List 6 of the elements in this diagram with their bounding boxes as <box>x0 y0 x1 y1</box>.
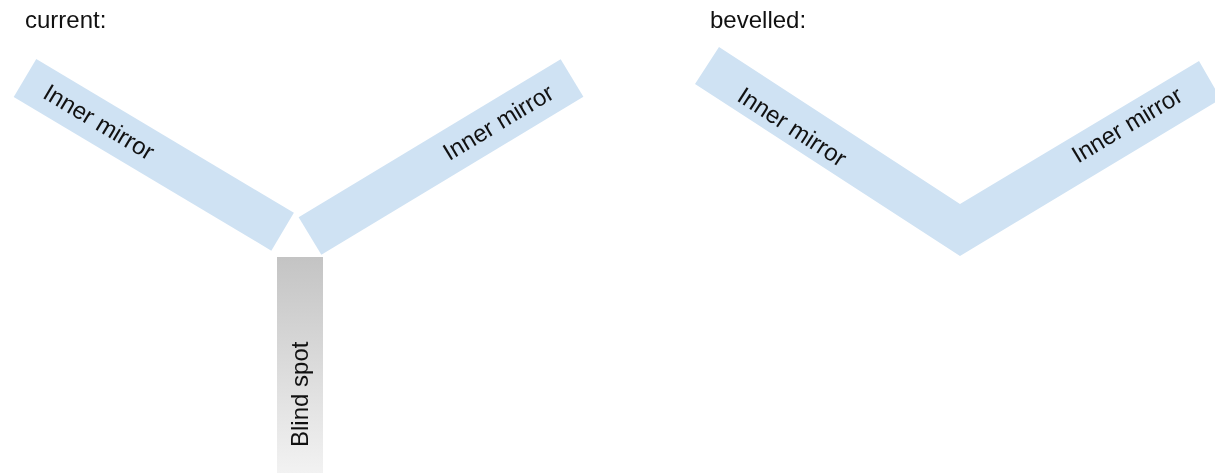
blind-spot-bar <box>277 257 323 473</box>
bevelled-mirror <box>695 47 1215 257</box>
blind-spot-label: Blind spot <box>288 341 312 447</box>
mirror-label: Inner mirror <box>39 80 159 165</box>
section-heading: bevelled: <box>710 8 807 32</box>
section-heading: current: <box>25 8 107 32</box>
